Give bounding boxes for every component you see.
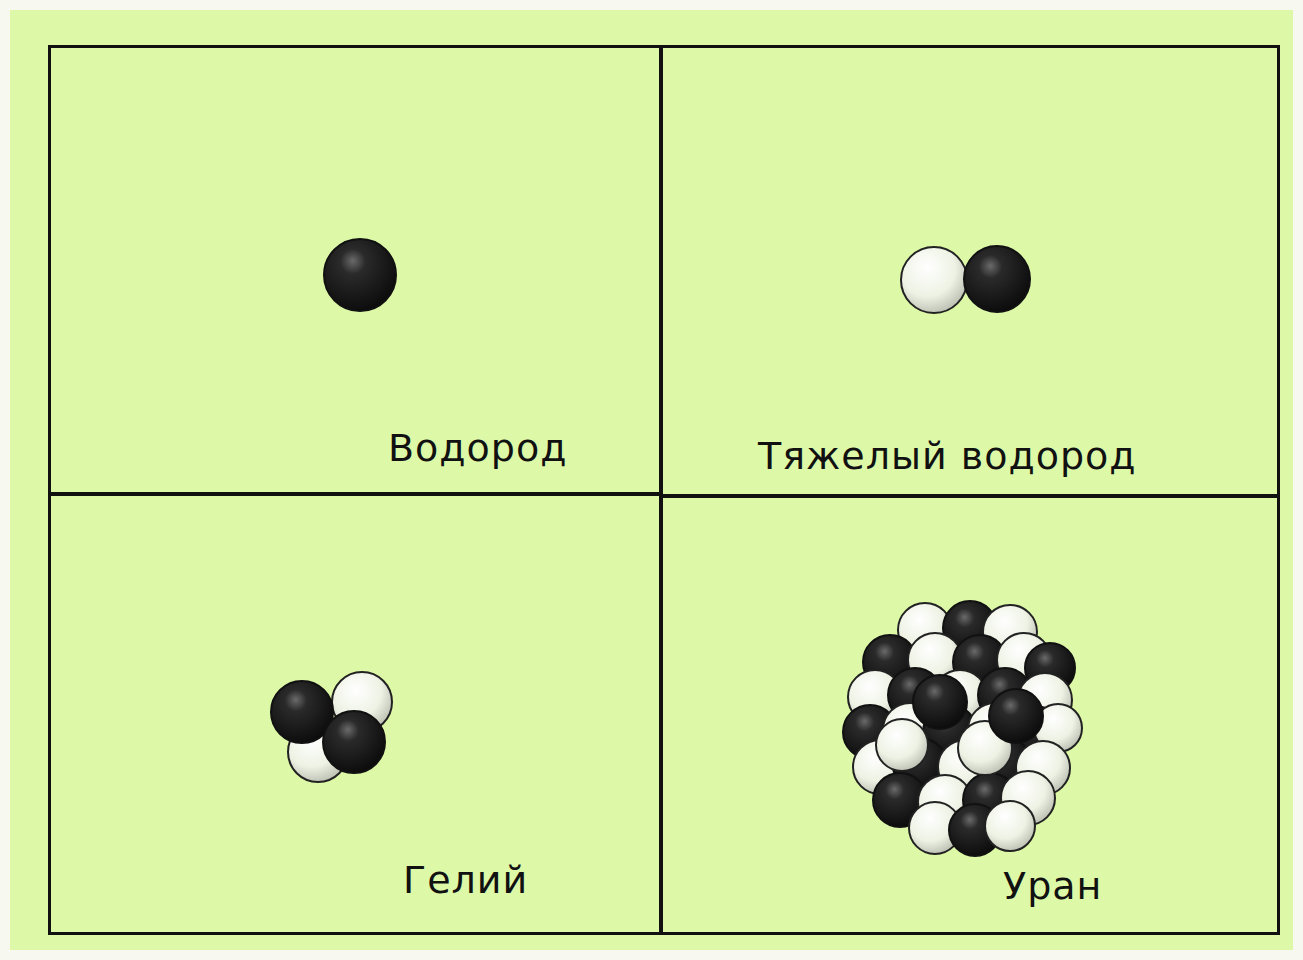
uranium-nucleus — [843, 601, 1082, 856]
element-name: Гелий — [403, 858, 528, 904]
atom-panel: Уран — [660, 495, 1280, 935]
element-name: Водород — [388, 426, 567, 472]
atom-panel: Гелий — [48, 493, 662, 935]
deuteron — [901, 246, 1030, 313]
atom-panel: Водород — [48, 45, 662, 495]
proton — [324, 239, 396, 311]
helium-nucleus — [271, 672, 392, 782]
paper-ground — [10, 10, 1293, 950]
element-name: Уран — [1003, 864, 1102, 910]
element-name: Тяжелый водород — [758, 434, 1137, 480]
atom-panel: Тяжелый водород — [660, 45, 1280, 497]
